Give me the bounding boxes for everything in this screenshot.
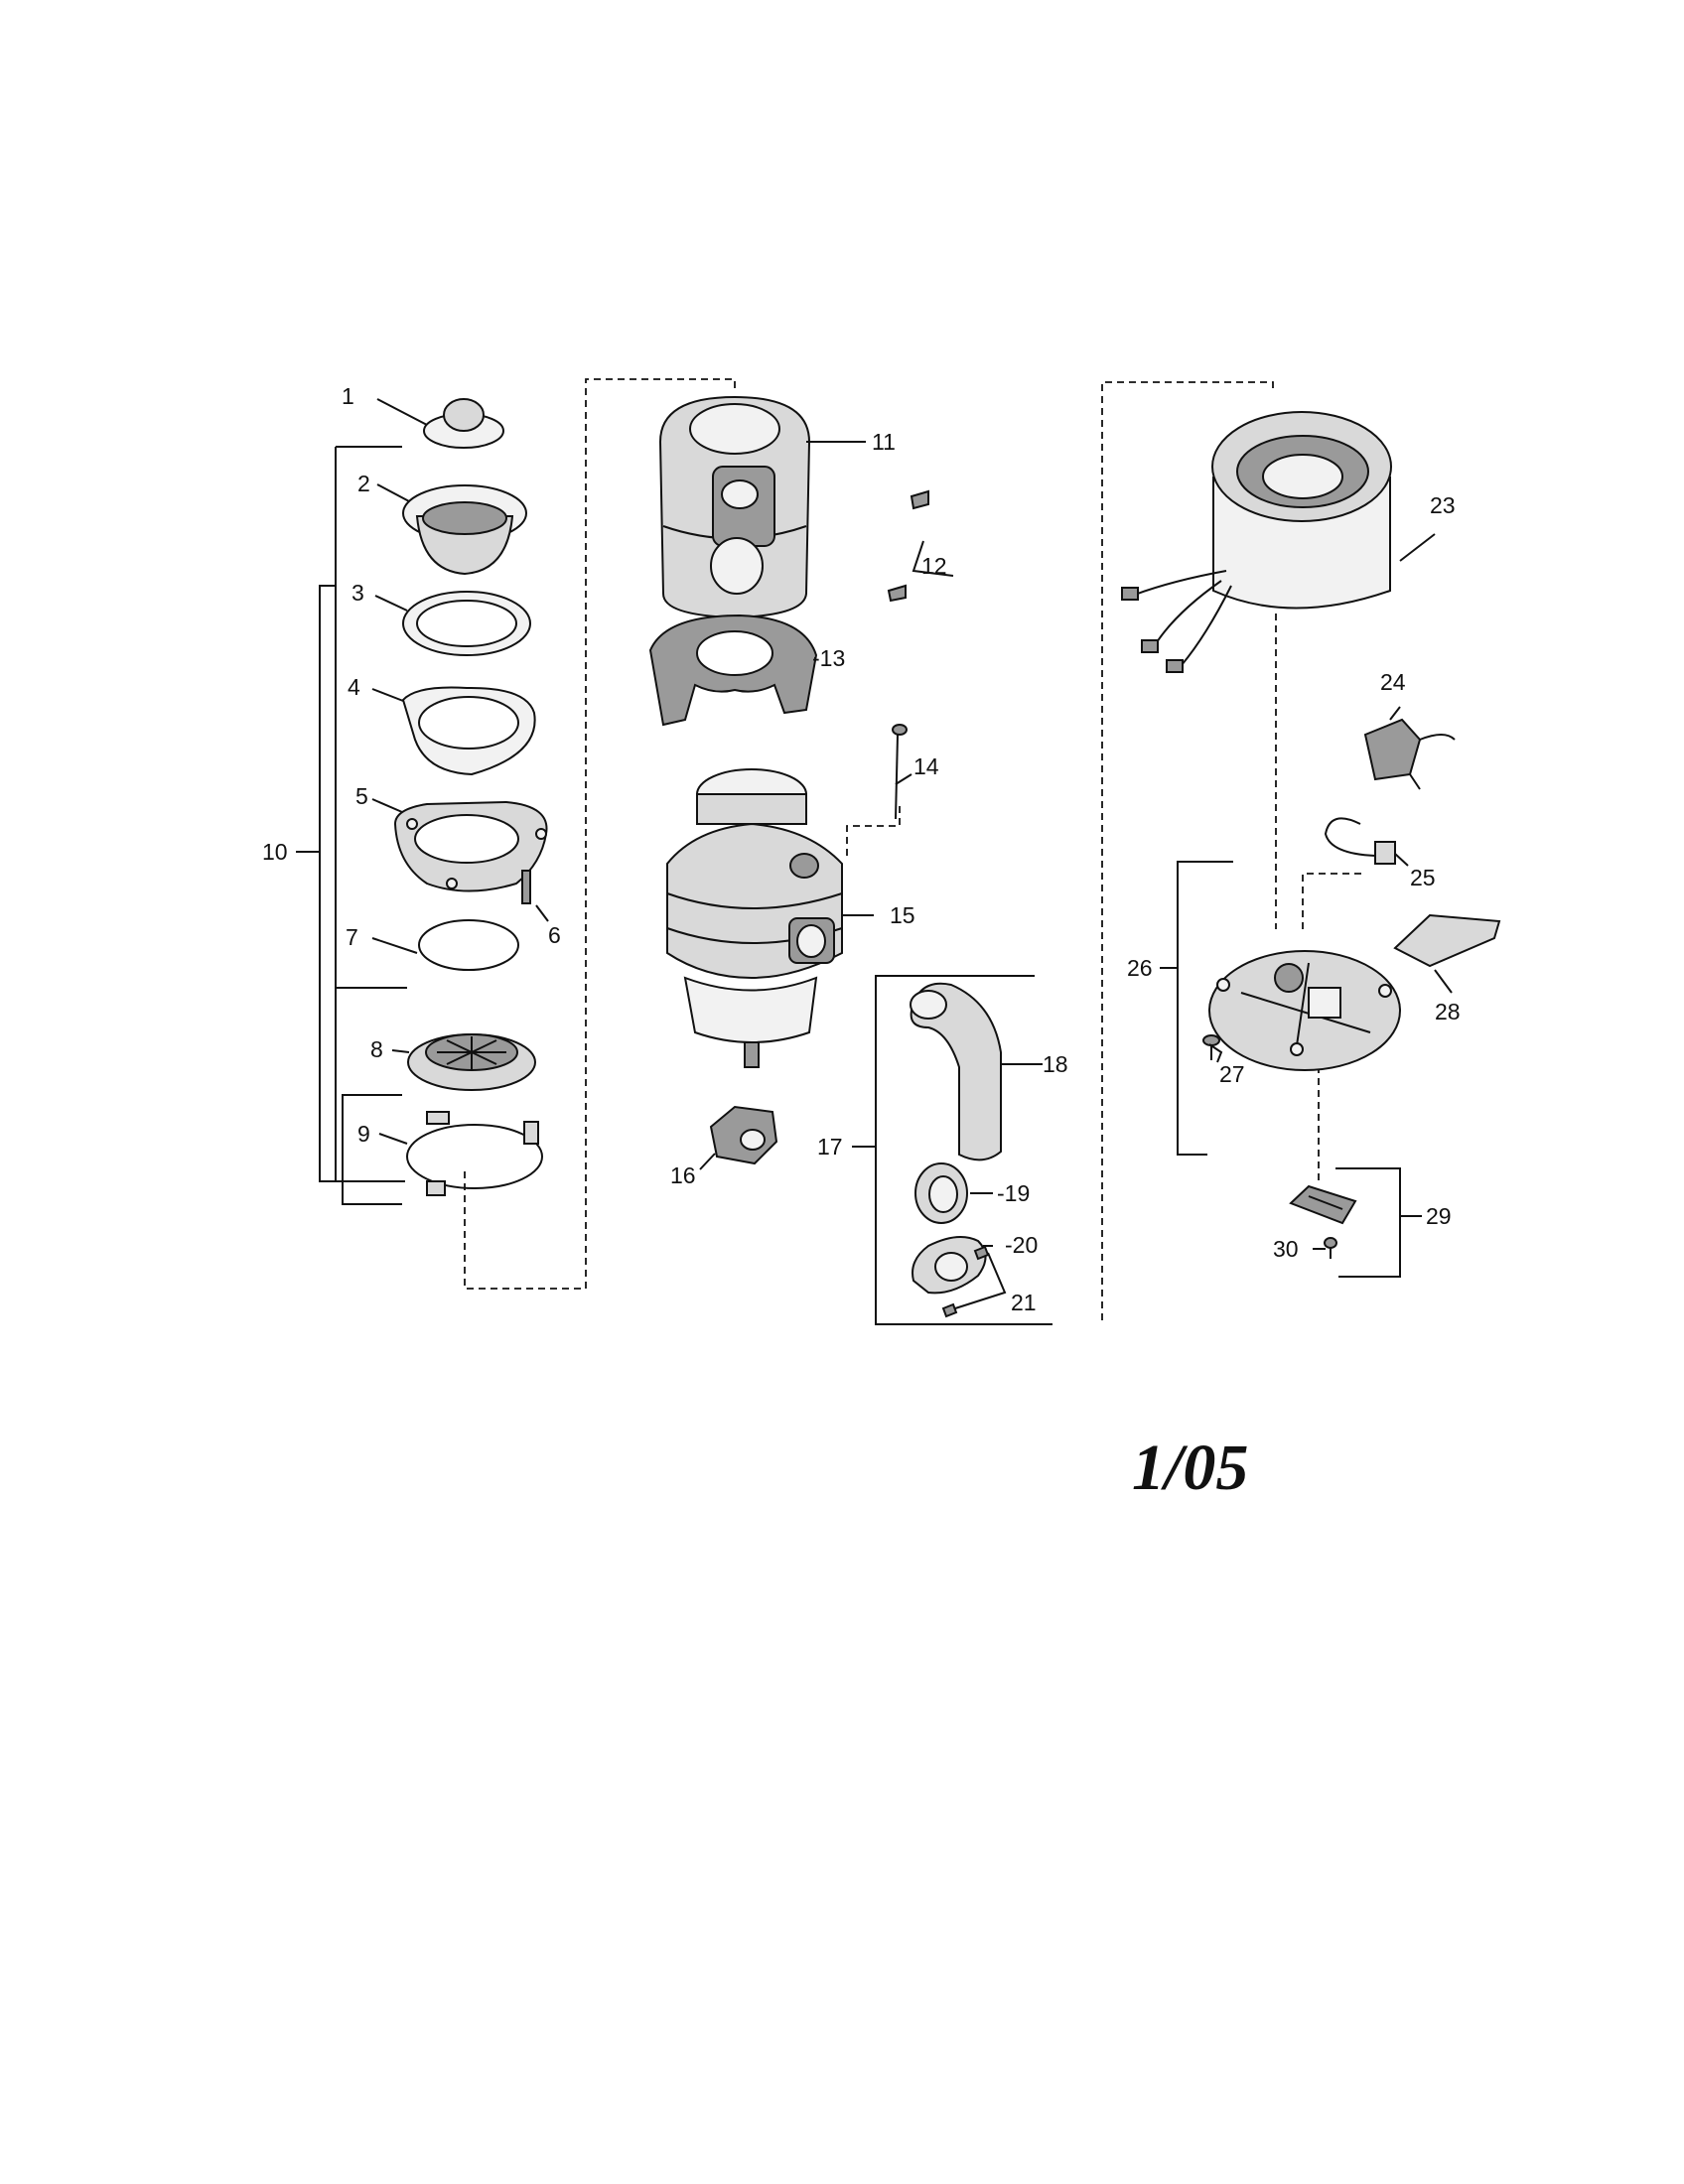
part-label-29: 29 — [1426, 1203, 1452, 1229]
part-labels: 1 2 3 4 5 6 7 8 9 10 11 12 -13 14 15 16 … — [262, 383, 1461, 1315]
part-label-26: 26 — [1127, 955, 1153, 981]
part-label-18: 18 — [1043, 1051, 1068, 1077]
sink-flange-part — [402, 484, 527, 576]
part-label-7: 7 — [346, 924, 358, 950]
disposer-body-part — [666, 768, 843, 1068]
part-label-20: -20 — [1005, 1232, 1038, 1258]
part-label-9: 9 — [357, 1121, 370, 1147]
baffle-part — [648, 614, 818, 727]
stopper-part — [423, 398, 504, 449]
discharge-tube-part — [910, 982, 1002, 1161]
part-label-16: 16 — [670, 1162, 696, 1188]
part-label-6: 6 — [548, 922, 561, 948]
part-label-17: 17 — [817, 1134, 843, 1160]
shield-28-part — [1393, 913, 1501, 968]
date-code: 1/05 — [1132, 1432, 1248, 1504]
part-label-3: 3 — [351, 580, 364, 606]
part-label-15: 15 — [890, 902, 915, 928]
part-label-1: 1 — [342, 383, 354, 409]
part-label-10: 10 — [262, 839, 288, 865]
part-label-27: 27 — [1219, 1061, 1245, 1087]
brackets — [296, 446, 1422, 1325]
bolt-part — [892, 724, 908, 820]
part-label-28: 28 — [1435, 999, 1461, 1024]
part-label-23: 23 — [1430, 492, 1456, 518]
part-label-21: 21 — [1011, 1290, 1037, 1315]
backup-flange-part — [401, 686, 536, 776]
part-label-24: 24 — [1380, 669, 1406, 695]
thermal-protector-25-part — [1324, 817, 1396, 865]
mounting-ring-9-part — [406, 1111, 543, 1196]
part-label-14: 14 — [913, 753, 939, 779]
clips-part — [887, 489, 954, 603]
part-label-25: 25 — [1410, 865, 1436, 890]
switch-24-part — [1363, 718, 1456, 790]
part-label-12: 12 — [921, 553, 947, 579]
mounting-ring-part — [393, 800, 548, 892]
plate-29-part — [1289, 1184, 1357, 1225]
part-label-5: 5 — [355, 783, 368, 809]
part-label-2: 2 — [357, 471, 370, 496]
cushion-mount-part — [407, 1033, 536, 1091]
screw-30-part — [1324, 1237, 1337, 1259]
part-label-13: -13 — [812, 645, 845, 671]
part-label-4: 4 — [348, 674, 360, 700]
mounting-screw-part — [521, 870, 531, 904]
part-label-8: 8 — [370, 1036, 383, 1062]
housing-cover-part — [658, 395, 811, 619]
gasket-19-part — [914, 1162, 968, 1224]
seal-block-part — [709, 1105, 778, 1165]
screw-27-part — [1202, 1034, 1220, 1060]
part-label-30: 30 — [1273, 1236, 1299, 1262]
flange-20-part — [912, 1236, 987, 1295]
snap-ring-part — [418, 919, 519, 971]
leader-lines — [371, 398, 1453, 1309]
end-bell-26-part — [1208, 950, 1401, 1071]
stator-part — [1121, 411, 1392, 673]
part-label-19: -19 — [997, 1180, 1030, 1206]
fiber-gasket-part — [402, 591, 531, 656]
part-label-11: 11 — [872, 429, 896, 455]
